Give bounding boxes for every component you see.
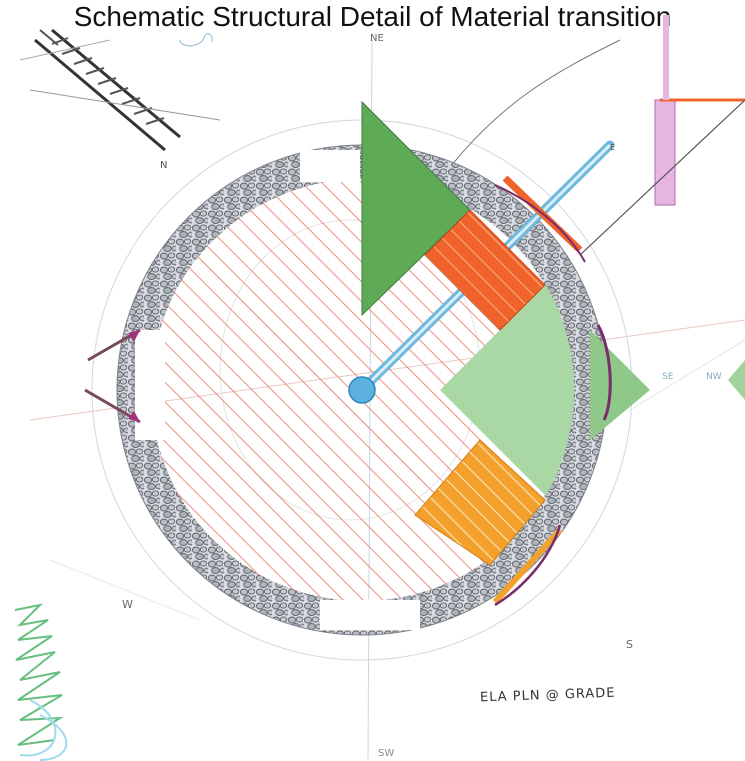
green-triangle-north	[361, 100, 471, 317]
magenta-arc-east	[596, 324, 612, 421]
label-south-east: SE	[662, 372, 674, 382]
edge-line-ne	[494, 184, 586, 263]
amber-edge-strip	[492, 527, 563, 605]
label-west: W	[122, 598, 133, 611]
ring-openings	[135, 150, 420, 630]
entry-arrows-west	[84, 328, 141, 424]
label-north: N	[160, 160, 167, 171]
label-north-east: NE	[370, 33, 384, 44]
amber-deck-south-east	[414, 439, 546, 566]
green-wedge-edge	[728, 360, 745, 400]
magenta-wall-sketch	[439, 15, 745, 256]
green-diamond-east	[440, 285, 574, 495]
sketch-mark	[179, 33, 213, 47]
rail-sketch	[19, 28, 221, 152]
label-south: S	[626, 638, 633, 651]
green-wedge-outer	[590, 330, 650, 440]
green-scribble	[14, 603, 68, 761]
label-east: E	[610, 143, 615, 152]
magenta-arc-south-east	[494, 524, 562, 607]
drawing-title: Schematic Structural Detail of Material …	[73, 1, 672, 32]
center-pivot-icon	[348, 376, 376, 404]
orange-deck-north-east	[424, 209, 546, 331]
label-north-west: NW	[706, 372, 722, 382]
label-south-west: SW	[378, 748, 395, 759]
